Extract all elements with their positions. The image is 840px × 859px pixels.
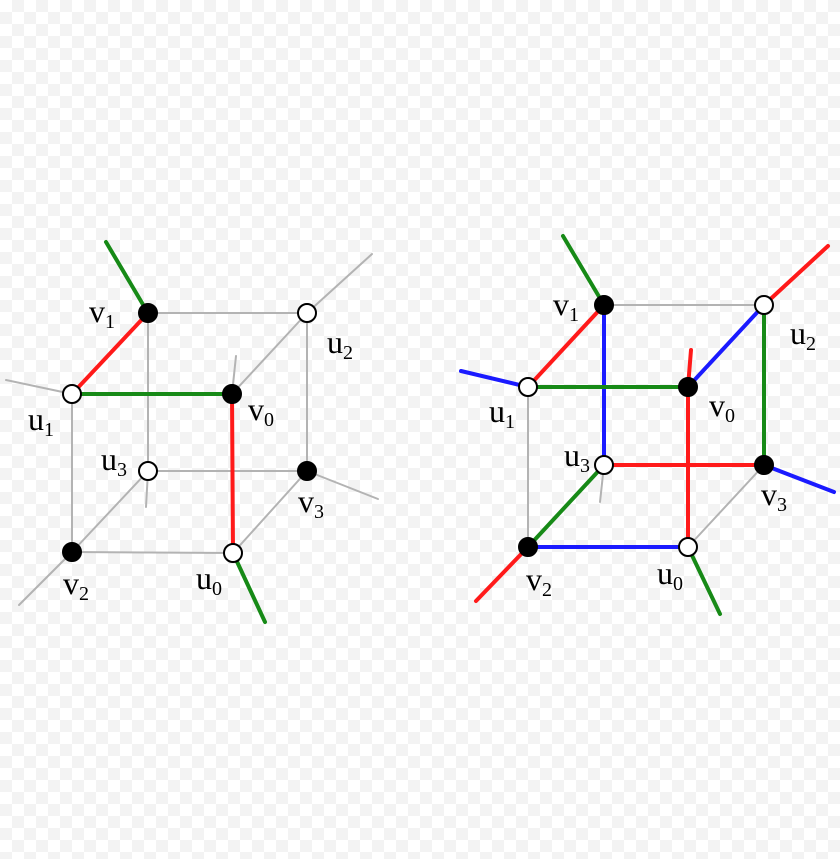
edge-v1-up-green [561, 234, 606, 307]
edge-u3-v2 [71, 470, 149, 553]
edge-u3-v2-green [526, 463, 606, 549]
edge-u2-v0 [231, 312, 308, 395]
label-u2: u2 [790, 315, 816, 355]
left-cube-diagram: v1 u2 u1 v0 u3 v3 v2 u0 [5, 240, 379, 624]
vertex-v1 [138, 303, 158, 323]
edge-v1-u1-red [70, 311, 150, 396]
vertex-v2 [518, 537, 538, 557]
label-u1: u1 [28, 401, 54, 441]
vertex-v1 [594, 295, 614, 315]
edge-v2-u0 [71, 551, 234, 554]
label-v0: v0 [248, 391, 274, 431]
vertex-u3 [594, 455, 614, 475]
label-u0: u0 [657, 555, 683, 595]
left-vertices [62, 303, 317, 563]
label-u2: u2 [327, 324, 353, 364]
label-v1: v1 [553, 286, 579, 326]
edge-v0-u2-blue [686, 303, 766, 389]
edge-v0-u0-red [230, 392, 235, 555]
right-vertices [518, 295, 774, 557]
label-v2: v2 [526, 561, 552, 601]
stub-u2-topright [306, 253, 373, 314]
vertex-u2 [297, 303, 317, 323]
vertex-u1 [518, 377, 538, 397]
label-v2: v2 [63, 565, 89, 605]
vertex-u0 [223, 543, 243, 563]
vertex-v3 [754, 455, 774, 475]
edge-u1-left-blue [459, 369, 530, 389]
vertex-v0 [222, 384, 242, 404]
vertex-v2 [62, 542, 82, 562]
edge-u0-down-green [231, 551, 267, 624]
vertex-u3 [138, 461, 158, 481]
edge-u0-down-green [686, 545, 722, 616]
left-labels: v1 u2 u1 v0 u3 v3 v2 u0 [28, 293, 353, 605]
vertex-u2 [754, 295, 774, 315]
right-cube-diagram: v1 u2 u1 v0 u3 v3 v2 u0 [459, 234, 836, 616]
label-v3: v3 [298, 483, 324, 523]
label-v0: v0 [709, 387, 735, 427]
stub-v2-bottomleft [18, 551, 73, 606]
vertex-u0 [678, 537, 698, 557]
edge-v1-up-green [104, 240, 150, 315]
edge-v2-out-red [474, 545, 530, 603]
vertex-v0 [678, 377, 698, 397]
label-v1: v1 [89, 293, 115, 333]
vertex-u1 [62, 384, 82, 404]
label-u1: u1 [489, 393, 515, 433]
stub-v3-right [306, 470, 379, 500]
stub-u1-left [5, 379, 73, 395]
edge-v1-u1-red [526, 303, 606, 389]
label-u3: u3 [101, 441, 127, 481]
edge-v3-out-blue [762, 463, 836, 494]
edge-v3-u0 [687, 464, 765, 548]
label-v3: v3 [761, 476, 787, 516]
label-u0: u0 [196, 560, 222, 600]
left-gray-edges [5, 253, 379, 606]
right-gray-edges [527, 304, 765, 548]
label-u3: u3 [564, 437, 590, 477]
vertex-v3 [297, 461, 317, 481]
edge-v3-u0 [232, 470, 308, 554]
edge-u2-out-red [762, 244, 830, 307]
right-labels: v1 u2 u1 v0 u3 v3 v2 u0 [489, 286, 816, 601]
